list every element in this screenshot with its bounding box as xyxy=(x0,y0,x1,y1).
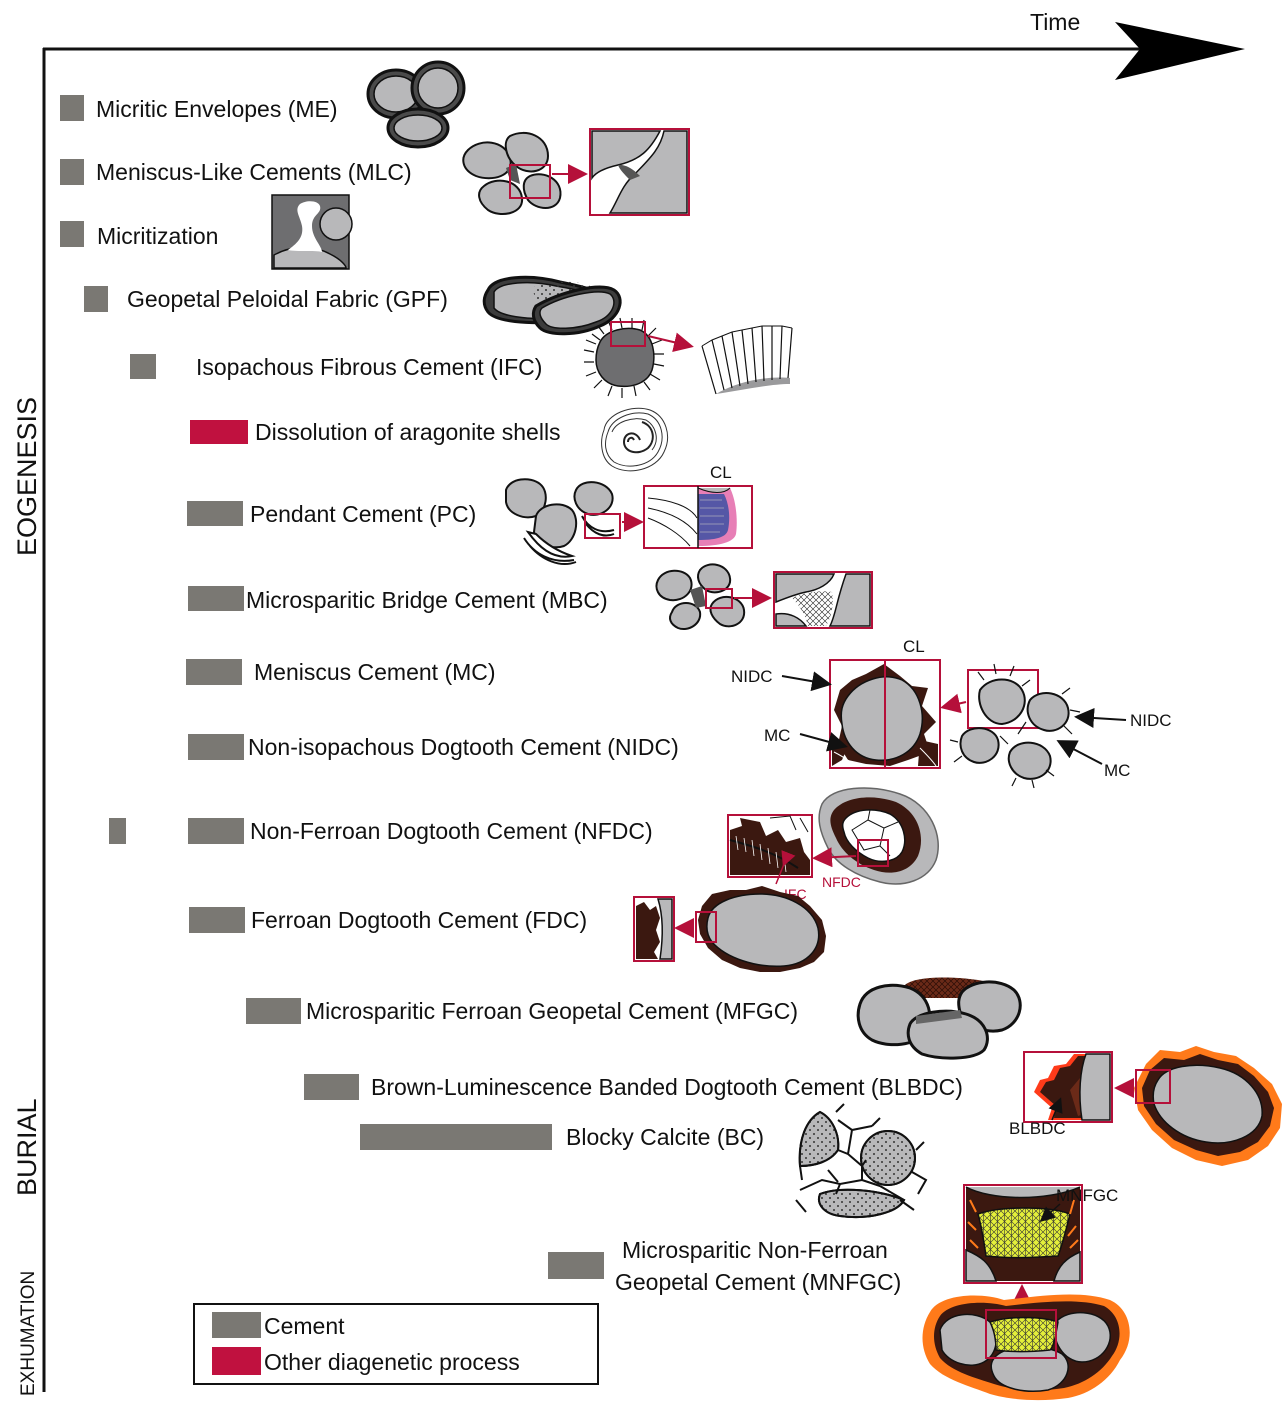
label-me: Micritic Envelopes (ME) xyxy=(96,96,338,122)
bar-gpf xyxy=(84,286,108,312)
label-dissolution: Dissolution of aragonite shells xyxy=(255,419,561,445)
sketch-micritic-envelopes xyxy=(366,60,466,149)
time-arrow-head xyxy=(1115,22,1245,80)
bar-mbc xyxy=(188,586,244,611)
bar-mfgc xyxy=(246,998,301,1024)
sketch-blocky-calcite xyxy=(795,1103,928,1218)
time-label: Time xyxy=(1030,9,1080,35)
sketch-micritization xyxy=(271,194,353,270)
annotation-nidc-left: NIDC xyxy=(731,667,773,686)
annotation-blbdc: BLBDC xyxy=(1009,1119,1066,1138)
label-micritization: Micritization xyxy=(97,223,218,249)
label-mnfgc-line1: Microsparitic Non-Ferroan xyxy=(622,1237,888,1263)
legend-label-cement: Cement xyxy=(264,1313,345,1339)
label-nidc: Non-isopachous Dogtooth Cement (NIDC) xyxy=(248,734,679,760)
bar-blbdc xyxy=(304,1074,359,1100)
phase-exhumation: EXHUMATION xyxy=(18,1271,39,1396)
sketch-non-ferroan-dogtooth xyxy=(727,787,939,885)
process-labels: Micritic Envelopes (ME) Meniscus-Like Ce… xyxy=(96,96,963,1295)
sketch-microsparitic-ferroan-geopetal xyxy=(856,977,1022,1060)
bar-nfdc-early xyxy=(109,818,126,844)
bar-mlc xyxy=(60,159,84,185)
bar-mnfgc xyxy=(548,1252,604,1279)
bar-bc xyxy=(360,1124,552,1150)
legend-frame xyxy=(193,1303,599,1385)
bar-nfdc xyxy=(188,818,244,844)
sketch-microsparitic-non-ferroan-geopetal xyxy=(922,1184,1130,1401)
sketch-meniscus-like xyxy=(462,128,690,216)
bar-pc xyxy=(187,501,243,526)
label-mlc: Meniscus-Like Cements (MLC) xyxy=(96,159,412,185)
label-pc: Pendant Cement (PC) xyxy=(250,501,476,527)
bar-micritization xyxy=(60,221,84,247)
phase-burial: BURIAL xyxy=(12,1098,42,1196)
sketch-meniscus-nidc xyxy=(781,659,1127,789)
bar-me xyxy=(60,95,84,121)
label-mc: Meniscus Cement (MC) xyxy=(254,659,496,685)
label-mnfgc-line2: Geopetal Cement (MNFGC) xyxy=(615,1269,901,1295)
label-bc: Blocky Calcite (BC) xyxy=(566,1124,764,1150)
sketch-aragonite-shell xyxy=(601,407,668,472)
legend-swatch-cement xyxy=(212,1312,261,1338)
sketch-brown-luminescence-banded xyxy=(1023,1046,1282,1166)
bar-mc xyxy=(186,659,242,685)
sketch-isopachous-fibrous xyxy=(583,317,793,398)
label-ifc: Isopachous Fibrous Cement (IFC) xyxy=(196,354,542,380)
bar-fdc xyxy=(189,907,245,933)
annotation-mc-right: MC xyxy=(1104,761,1130,780)
legend: Cement Other diagenetic process xyxy=(193,1303,599,1385)
legend-label-other: Other diagenetic process xyxy=(264,1349,520,1375)
sketch-geopetal-peloidal xyxy=(482,275,622,336)
sketch-ferroan-dogtooth xyxy=(633,886,826,972)
label-fdc: Ferroan Dogtooth Cement (FDC) xyxy=(251,907,587,933)
annotation-cl-pc: CL xyxy=(710,463,732,482)
bar-nidc xyxy=(188,734,244,760)
bar-dissolution xyxy=(190,420,248,444)
label-nfdc: Non-Ferroan Dogtooth Cement (NFDC) xyxy=(250,818,653,844)
label-mfgc: Microsparitic Ferroan Geopetal Cement (M… xyxy=(306,998,798,1024)
legend-swatch-other xyxy=(212,1347,261,1375)
annotation-cl-nidc: CL xyxy=(903,637,925,656)
label-mbc: Microsparitic Bridge Cement (MBC) xyxy=(246,587,608,613)
sketch-pendant-cement xyxy=(505,478,753,565)
annotation-mnfgc: MNFGC xyxy=(1056,1186,1118,1205)
sketch-microsparitic-bridge xyxy=(655,563,873,630)
annotation-mc-left: MC xyxy=(764,726,790,745)
duration-bars xyxy=(60,95,604,1279)
label-gpf: Geopetal Peloidal Fabric (GPF) xyxy=(127,286,448,312)
phase-eogenesis: EOGENESIS xyxy=(12,397,42,556)
bar-ifc xyxy=(130,354,156,379)
label-blbdc: Brown-Luminescence Banded Dogtooth Cemen… xyxy=(371,1074,963,1100)
annotation-nidc-right: NIDC xyxy=(1130,711,1172,730)
annotation-nfdc: NFDC xyxy=(822,874,861,890)
